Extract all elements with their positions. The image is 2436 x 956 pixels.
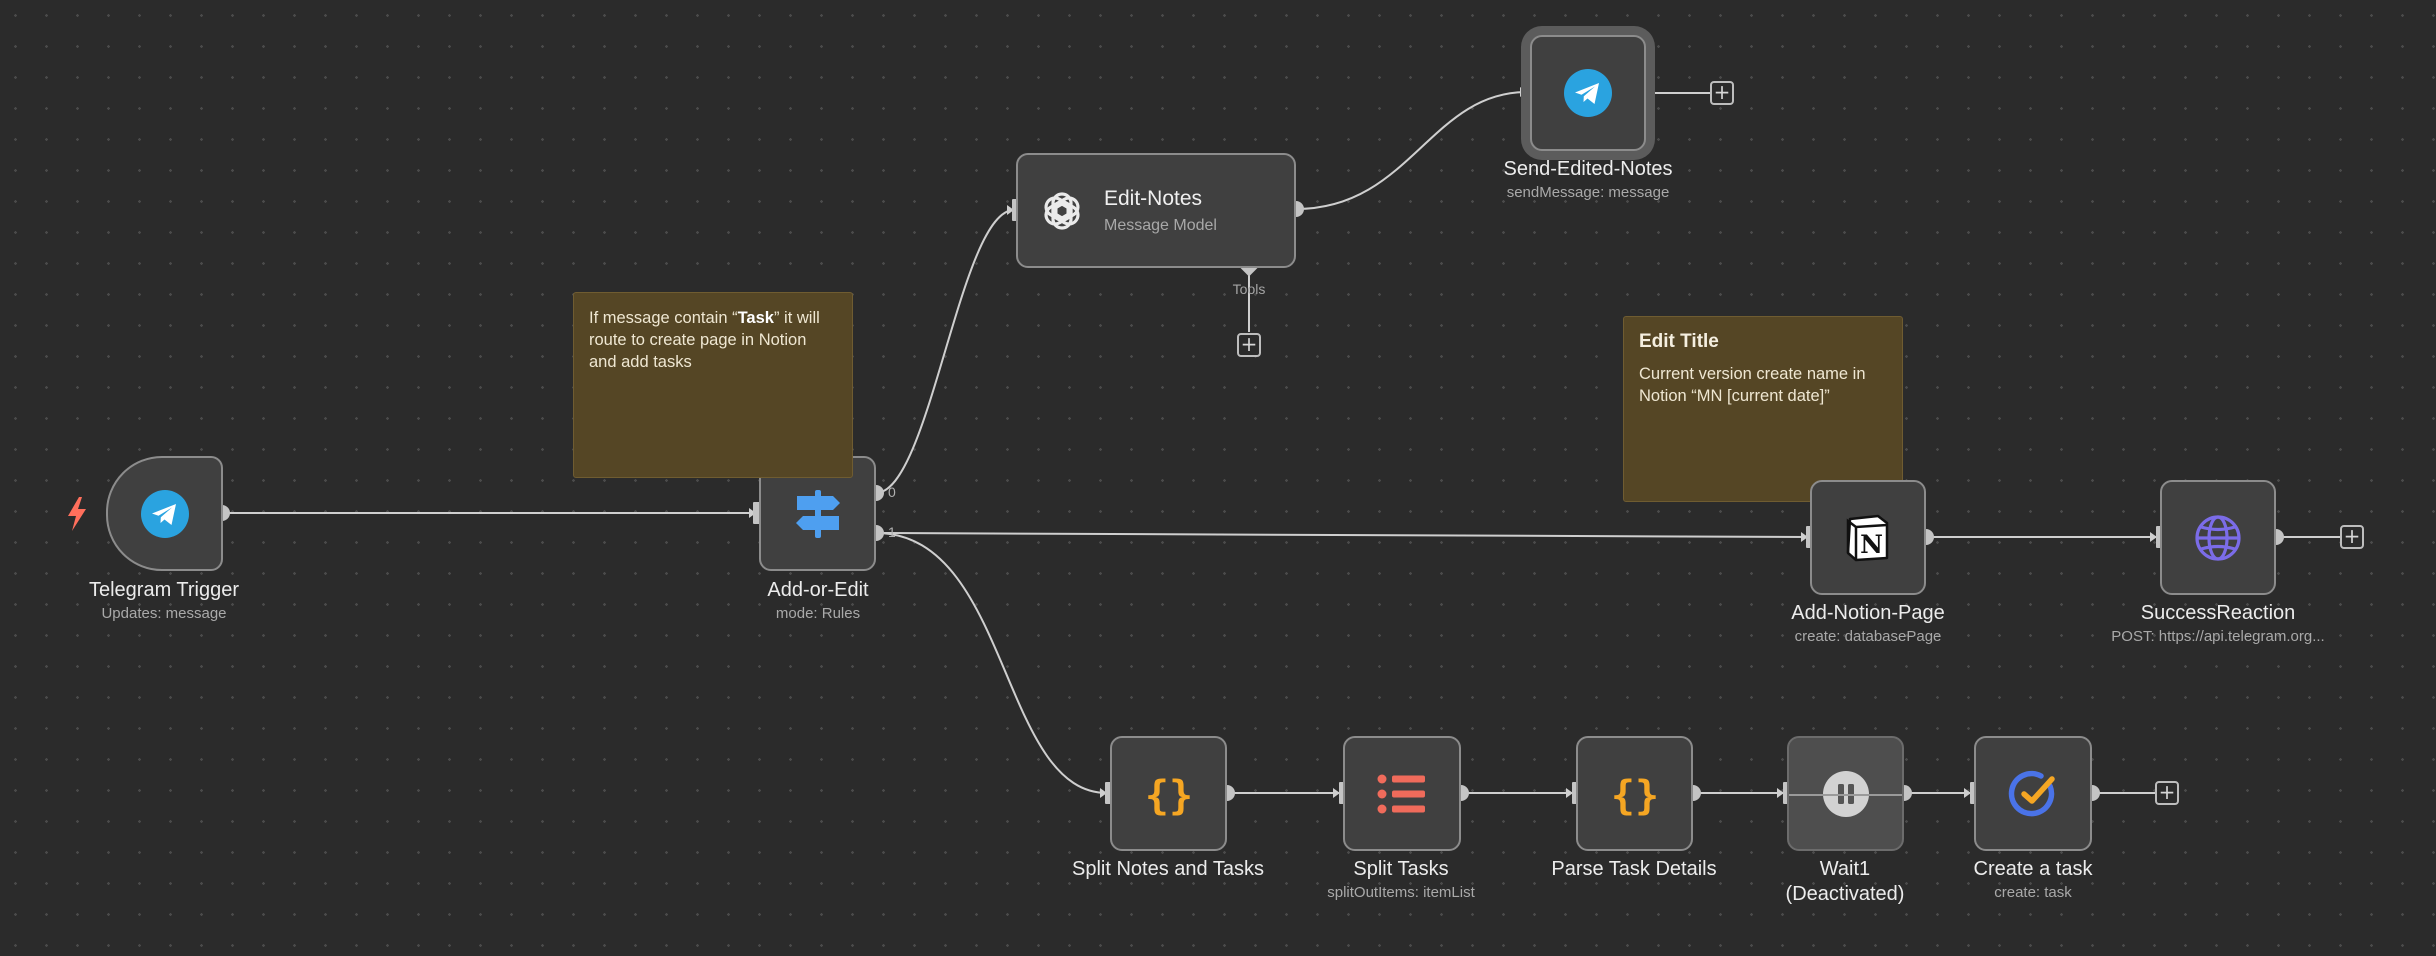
node-deactivated-note: (Deactivated): [1785, 883, 1905, 905]
node-title: SuccessReaction: [2140, 602, 2296, 624]
tools-connector-label: Tools: [1232, 281, 1266, 297]
sticky-text-post: ” it will route to create page in Notion…: [589, 309, 820, 371]
connection-router-0-to-edit-notes: [875, 209, 1015, 494]
node-subtitle: splitOutItems: itemList: [1327, 884, 1475, 901]
output-label-0: 0: [888, 484, 896, 500]
node-title: Telegram Trigger: [88, 579, 240, 601]
node-subtitle: create: task: [1994, 884, 2072, 901]
signpost-icon: [795, 489, 840, 538]
todoist-check-icon: [2008, 770, 2055, 816]
telegram-icon: [140, 489, 189, 538]
node-subtitle: Updates: message: [101, 605, 227, 622]
add-tool-button[interactable]: +: [1237, 333, 1261, 357]
code-braces-icon: {}: [1610, 773, 1658, 819]
node-title: Split Notes and Tasks: [1072, 858, 1264, 880]
add-node-button[interactable]: +: [2340, 525, 2364, 549]
sticky-note-edit-title[interactable]: Edit Title Current version create name i…: [1623, 316, 1903, 502]
svg-text:N: N: [1860, 530, 1883, 559]
trigger-lightning-icon: [68, 497, 86, 531]
split-tasks-label: Split Tasks splitOutItems: itemList: [1327, 857, 1475, 904]
send-edited-notes-label: Send-Edited-Notes sendMessage: message: [1504, 157, 1673, 204]
list-icon: [1377, 774, 1425, 813]
node-title: Add-Notion-Page: [1791, 602, 1945, 624]
svg-text:{}: {}: [1144, 773, 1192, 819]
telegram-trigger-label: Telegram Trigger Updates: message: [89, 578, 239, 625]
send-edited-notes-node[interactable]: [1530, 35, 1646, 151]
node-title: Send-Edited-Notes: [1503, 158, 1673, 180]
add-node-button[interactable]: +: [1710, 81, 1734, 105]
sticky-text-bold: Task: [737, 309, 774, 327]
connection-router-1-to-split-notes: [875, 532, 1108, 794]
node-title: Wait1: [1819, 858, 1871, 880]
parse-task-details-node[interactable]: {}: [1576, 736, 1693, 851]
sticky-text-pre: If message contain “: [589, 309, 738, 327]
add-or-edit-label: Add-or-Edit mode: Rules: [767, 578, 868, 625]
split-notes-and-tasks-node[interactable]: {}: [1110, 736, 1227, 851]
notion-icon: N: [1846, 514, 1889, 561]
success-reaction-node[interactable]: [2160, 480, 2276, 595]
node-title: Split Tasks: [1353, 858, 1449, 880]
node-subtitle: Message Model: [1104, 216, 1217, 234]
node-title: Add-or-Edit: [767, 579, 869, 601]
wait1-label: Wait1 (Deactivated): [1786, 857, 1905, 907]
node-title: Parse Task Details: [1551, 858, 1717, 880]
node-subtitle: sendMessage: message: [1506, 184, 1670, 201]
add-node-button[interactable]: +: [2155, 781, 2179, 805]
code-braces-icon: {}: [1144, 773, 1192, 819]
node-title: Edit-Notes: [1104, 186, 1203, 210]
wait1-node[interactable]: [1787, 736, 1904, 851]
connection-edit-notes-to-send: [1295, 91, 1528, 210]
connection-router-1-to-notion: [875, 532, 1809, 538]
input-port: [753, 502, 760, 524]
split-tasks-node[interactable]: [1343, 736, 1461, 851]
node-subtitle: create: databasePage: [1794, 628, 1942, 645]
edit-notes-node[interactable]: Edit-Notes Message Model: [1016, 153, 1296, 268]
sticky-note-routing[interactable]: If message contain “Task” it will route …: [573, 292, 853, 478]
output-label-1: 1: [888, 524, 896, 540]
create-a-task-label: Create a task create: task: [1974, 857, 2093, 904]
deactivated-strike: [1789, 794, 1902, 796]
node-title: Create a task: [1973, 858, 2093, 880]
openai-icon: [1044, 191, 1080, 230]
node-subtitle: mode: Rules: [775, 605, 861, 622]
sticky-body: Current version create name in Notion “M…: [1639, 365, 1866, 405]
split-notes-and-tasks-label: Split Notes and Tasks: [1072, 857, 1264, 882]
parse-task-details-label: Parse Task Details: [1551, 857, 1716, 882]
create-a-task-node[interactable]: [1974, 736, 2092, 851]
telegram-trigger-node[interactable]: [106, 456, 223, 571]
add-notion-page-node[interactable]: N: [1810, 480, 1926, 595]
svg-text:{}: {}: [1610, 773, 1658, 819]
telegram-icon: [1564, 69, 1612, 117]
node-subtitle: POST: https://api.telegram.org...: [2111, 628, 2325, 645]
sticky-heading: Edit Title: [1639, 331, 1719, 352]
globe-icon: [2195, 514, 2241, 561]
pause-icon: [1822, 770, 1869, 817]
add-notion-page-label: Add-Notion-Page create: databasePage: [1791, 601, 1944, 648]
success-reaction-label: SuccessReaction POST: https://api.telegr…: [2111, 601, 2324, 648]
